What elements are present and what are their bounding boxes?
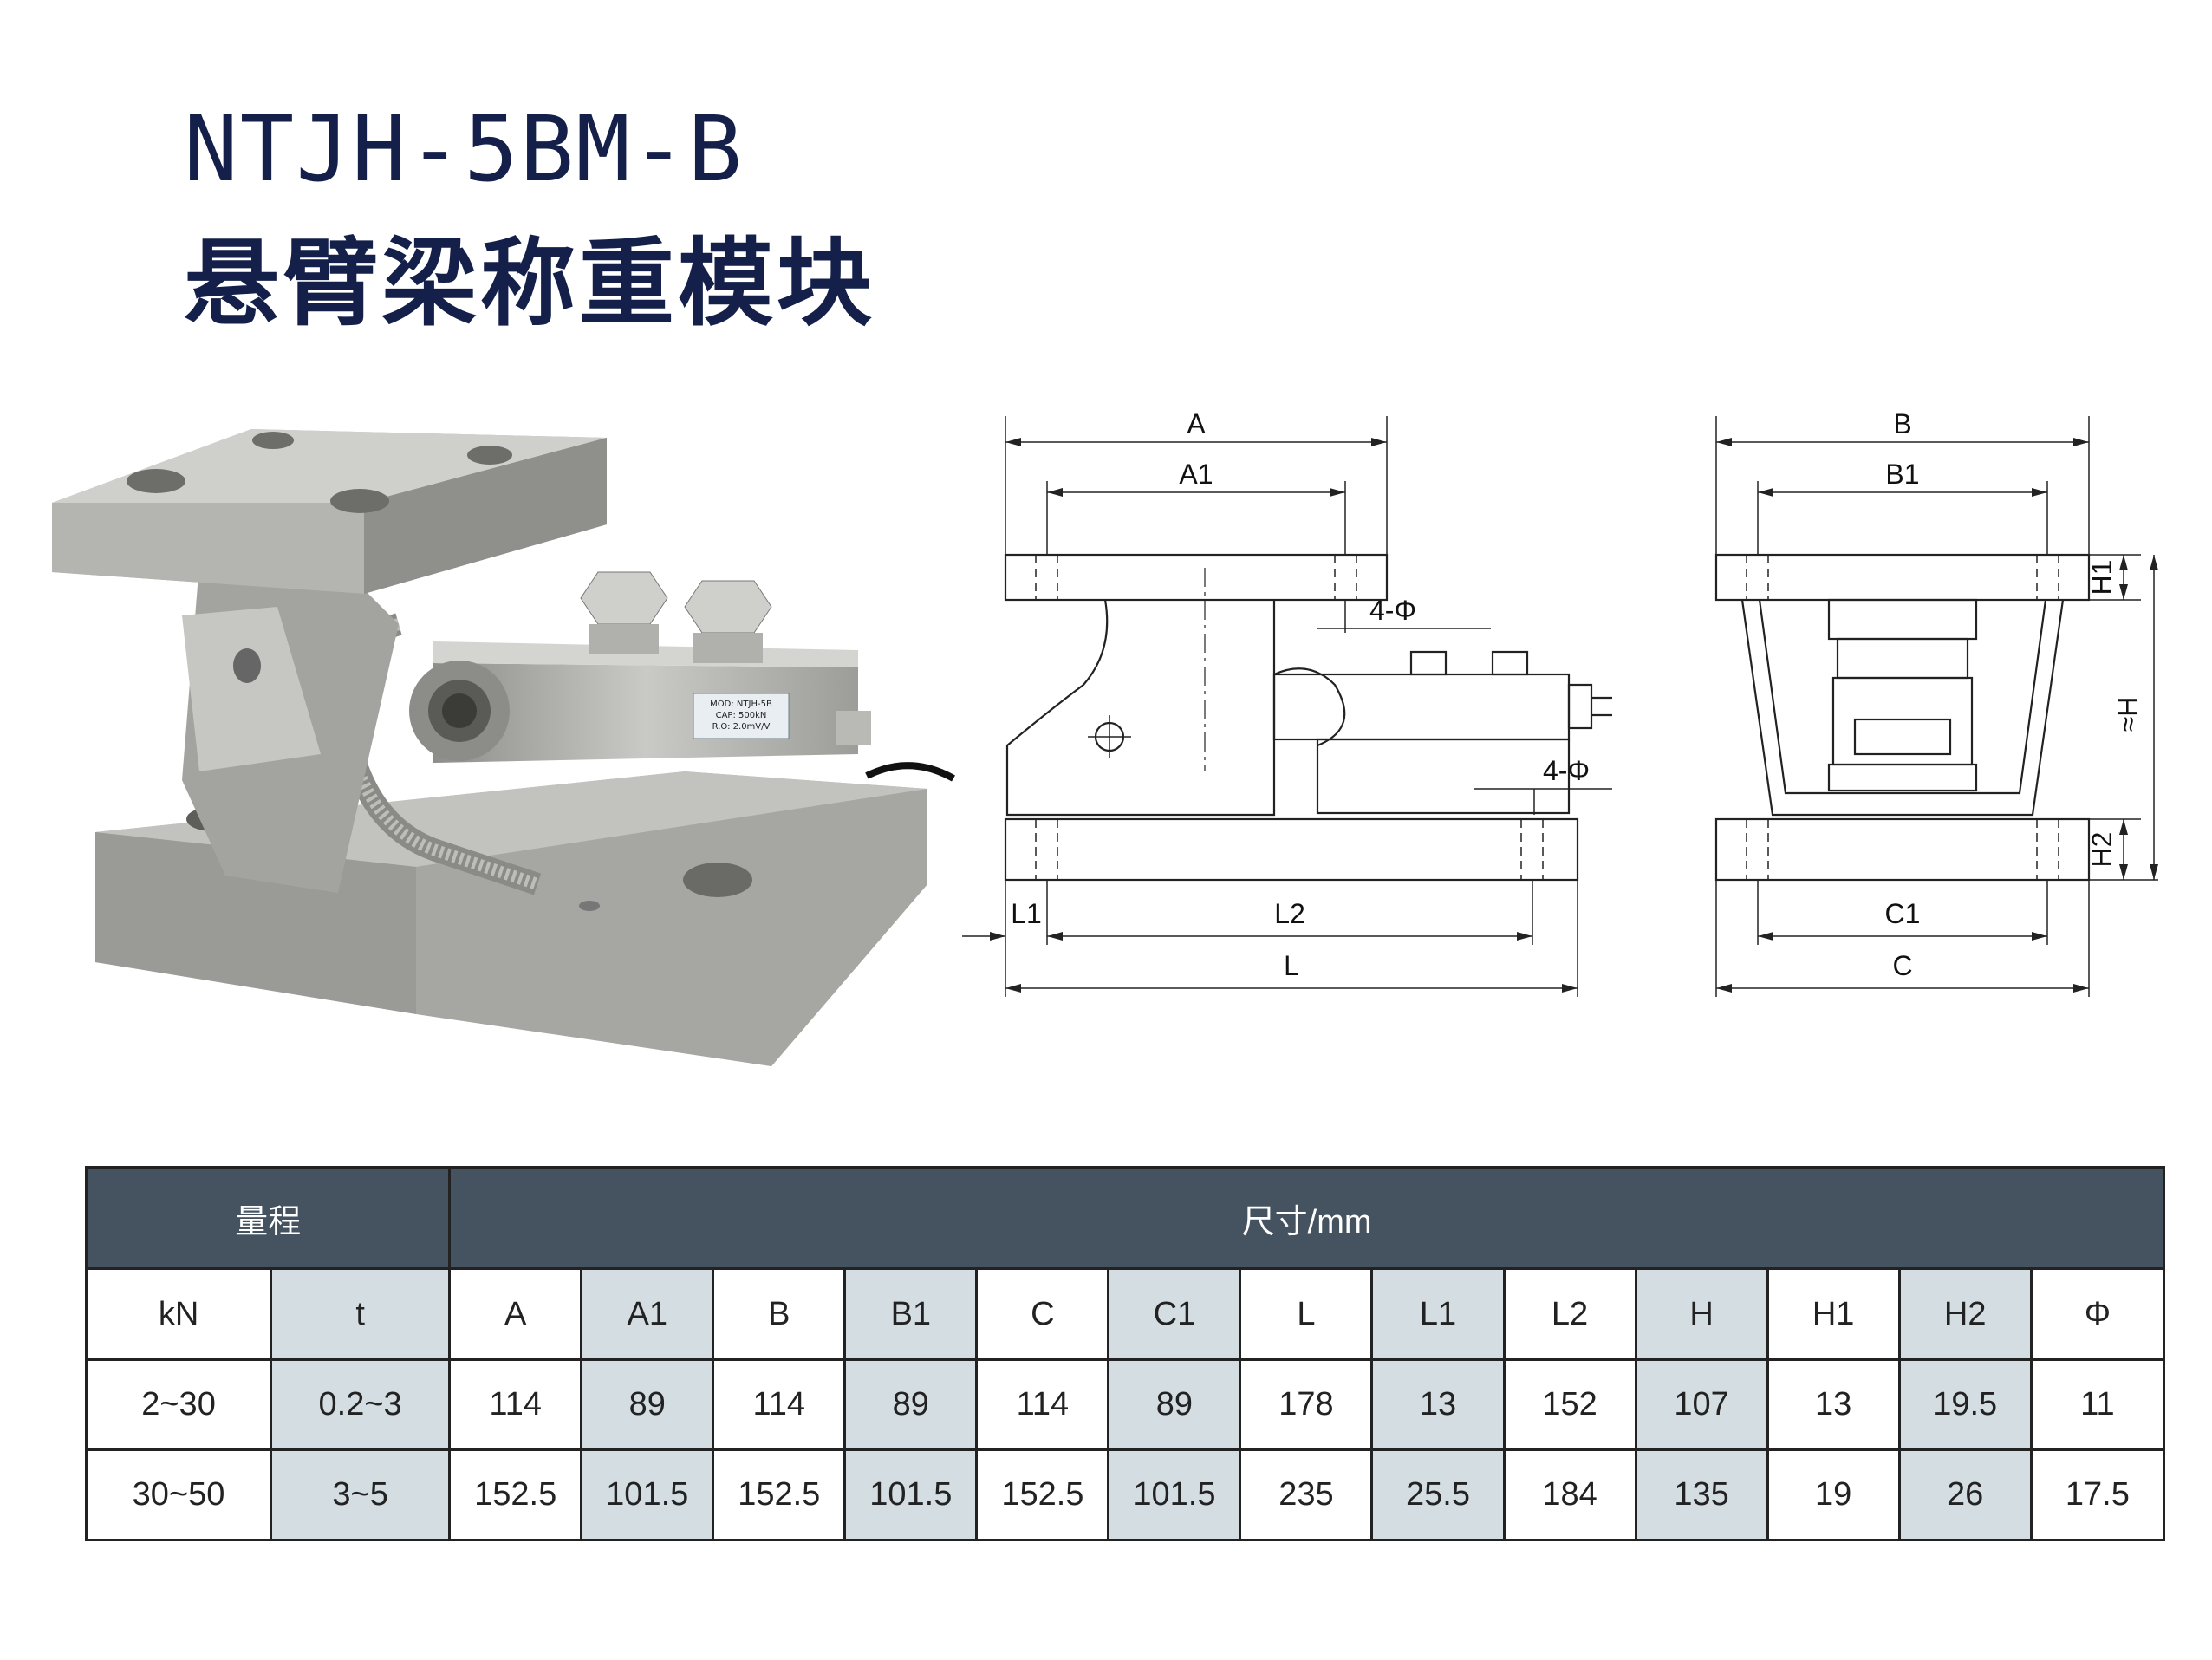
col-header: t [270,1267,452,1361]
table-cell: 3~5 [270,1448,452,1541]
group-dims-header: 尺寸/mm [448,1166,2165,1270]
table-row: 2~30 0.2~3 114 89 114 89 114 89 178 13 1… [84,1358,2166,1451]
table-cell: 152.5 [448,1448,583,1541]
table-cell: 152 [1502,1358,1637,1451]
table-cell: 89 [580,1358,715,1451]
table-cell: 17.5 [2029,1448,2166,1541]
table-cell: 184 [1502,1448,1637,1541]
col-header: C1 [1107,1267,1242,1361]
table-cell: 101.5 [1107,1448,1242,1541]
table-cell: 89 [1107,1358,1242,1451]
table-cell: 152.5 [975,1448,1110,1541]
col-header: L2 [1502,1267,1637,1361]
table-cell: 89 [843,1358,979,1451]
dim-label-C: C [1892,950,1912,981]
table-cell: 26 [1897,1448,2033,1541]
dim-label-L1: L1 [1011,898,1042,929]
table-cell: 101.5 [580,1448,715,1541]
col-header: H1 [1766,1267,1901,1361]
dim-label-L: L [1284,950,1299,981]
col-header: Φ [2029,1267,2166,1361]
product-photo: MOD: NTJH-5B CAP: 500kN R.O: 2.0mV/V [52,429,955,1066]
dim-label-C1: C1 [1885,898,1921,929]
spec-table: 量程 尺寸/mm kN t A A1 B B1 C C1 L L1 L2 H H… [84,1166,2166,1541]
table-cell: 152.5 [712,1448,847,1541]
dim-label-H: ≈H [2112,697,2144,732]
col-header: B [712,1267,847,1361]
dim-label-A1: A1 [1179,459,1213,490]
col-header: C [975,1267,1110,1361]
hole-callout-top: 4-Φ [1369,595,1416,626]
col-header: L1 [1370,1267,1506,1361]
col-header: A [448,1267,583,1361]
table-cell: 25.5 [1370,1448,1506,1541]
product-model: NTJH-5BM-B [184,96,745,202]
col-header: kN [84,1267,273,1361]
table-cell: 2~30 [84,1358,273,1451]
group-header-row: 量程 尺寸/mm [84,1166,2165,1270]
table-row: 30~50 3~5 152.5 101.5 152.5 101.5 152.5 … [84,1448,2166,1541]
table-cell: 114 [975,1358,1110,1451]
table-cell: 0.2~3 [270,1358,452,1451]
dim-label-B: B [1893,408,1911,439]
group-range-header: 量程 [84,1166,452,1270]
table-cell: 30~50 [84,1448,273,1541]
dim-label-B1: B1 [1885,459,1919,490]
front-view-drawing: B B1 H1 ≈H H2 C1 C [1714,408,2158,997]
label-line-3: R.O: 2.0mV/V [712,722,771,732]
table-cell: 178 [1239,1358,1374,1451]
label-line-1: MOD: NTJH-5B [710,700,772,709]
dim-label-L2: L2 [1274,898,1305,929]
hole-callout-bottom: 4-Φ [1543,755,1590,786]
col-header: A1 [580,1267,715,1361]
col-header: L [1239,1267,1374,1361]
table-cell: 19.5 [1897,1358,2033,1451]
table-cell: 107 [1634,1358,1769,1451]
table-cell: 11 [2029,1358,2166,1451]
column-header-row: kN t A A1 B B1 C C1 L L1 L2 H H1 H2 Φ [84,1267,2166,1361]
table-cell: 235 [1239,1448,1374,1541]
table-cell: 13 [1370,1358,1506,1451]
product-name: 悬臂梁称重模块 [184,228,875,339]
label-line-2: CAP: 500kN [716,711,767,720]
table-cell: 101.5 [843,1448,979,1541]
dim-label-H2: H2 [2086,832,2118,868]
table-cell: 114 [712,1358,847,1451]
col-header: H [1634,1267,1769,1361]
col-header: B1 [843,1267,979,1361]
table-cell: 13 [1766,1358,1901,1451]
table-cell: 135 [1634,1448,1769,1541]
dim-label-A: A [1187,408,1206,439]
table-cell: 114 [448,1358,583,1451]
table-cell: 19 [1766,1448,1901,1541]
col-header: H2 [1897,1267,2033,1361]
side-view-drawing: A A1 4-Φ 4-Φ L1 L2 L [962,408,1612,997]
dim-label-H1: H1 [2086,560,2118,596]
